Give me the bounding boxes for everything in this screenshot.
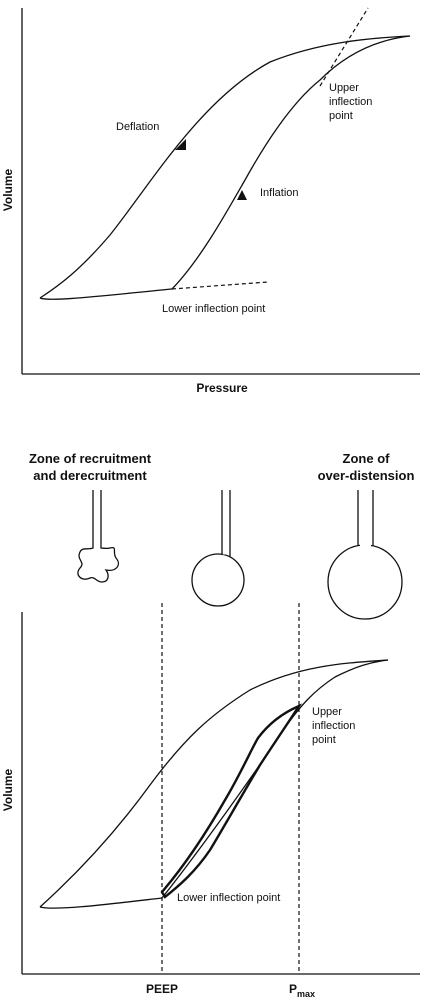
top-x-axis-label: Pressure — [196, 381, 248, 395]
deflation-arrow-icon — [175, 139, 186, 150]
normal-alveolus-icon — [191, 490, 245, 607]
bottom-y-axis-label: Volume — [1, 768, 15, 811]
pmax-label-main: P — [289, 982, 297, 996]
top-upper-ip-line2: inflection — [329, 96, 372, 108]
bottom-inflation-curve — [161, 659, 389, 899]
bottom-upper-ip-line3: point — [312, 734, 336, 746]
top-baseline — [39, 288, 173, 300]
inflation-label: Inflation — [260, 187, 299, 199]
top-lower-tangent — [171, 281, 269, 290]
zone-recruitment-line1: Zone of recruitment — [29, 451, 152, 466]
bottom-deflation-curve — [39, 659, 389, 908]
top-y-axis-label: Volume — [1, 168, 15, 211]
top-panel: Volume Pressure Deflation Inflation Uppe… — [1, 7, 420, 395]
bottom-panel: Zone of recruitment and derecruitment Zo… — [1, 451, 420, 999]
bottom-upper-ip-line2: inflection — [312, 720, 355, 732]
pmax-label: Pmax — [289, 982, 315, 999]
overdistended-alveolus-icon — [327, 490, 403, 620]
top-upper-ip-line1: Upper — [329, 82, 359, 94]
pmax-label-sub: max — [297, 989, 315, 999]
top-upper-ip-line3: point — [329, 110, 353, 122]
inflation-arrow-icon — [237, 190, 247, 200]
ventilation-loop — [160, 703, 303, 899]
top-deflation-curve — [39, 35, 411, 299]
top-inflation-curve — [171, 35, 411, 290]
collapsed-alveolus-icon — [77, 490, 120, 583]
peep-label: PEEP — [146, 982, 178, 996]
zone-overdistension-line2: over-distension — [318, 468, 415, 483]
bottom-baseline — [39, 897, 163, 909]
bottom-lower-ip-label: Lower inflection point — [177, 892, 280, 904]
zone-recruitment-line2: and derecruitment — [33, 468, 147, 483]
top-lower-ip-label: Lower inflection point — [162, 303, 265, 315]
bottom-upper-ip-line1: Upper — [312, 706, 342, 718]
top-upper-tangent — [319, 7, 369, 87]
deflation-label: Deflation — [116, 121, 159, 133]
zone-overdistension-line1: Zone of — [343, 451, 391, 466]
